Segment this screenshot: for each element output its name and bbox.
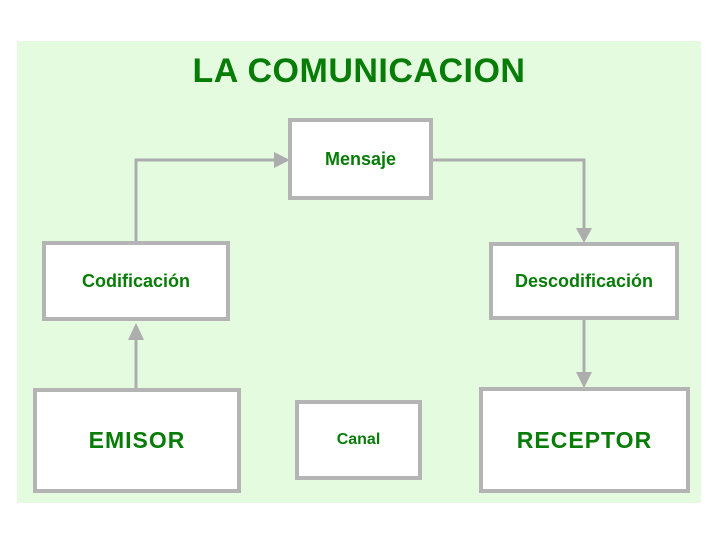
node-mensaje-label: Mensaje (324, 148, 397, 169)
slide-title: LA COMUNICACION (192, 52, 526, 90)
node-receptor-label: RECEPTOR (516, 426, 653, 453)
node-descodificacion: Descodificación (489, 242, 679, 320)
node-emisor-label: EMISOR (88, 427, 186, 453)
node-codificacion: Codificación (42, 241, 230, 321)
node-mensaje: Mensaje (288, 118, 433, 200)
node-codificacion-label: Codificación (81, 270, 190, 291)
node-emisor: EMISOR (33, 388, 241, 493)
node-descodificacion-label: Descodificación (514, 270, 654, 291)
node-receptor: RECEPTOR (479, 387, 690, 493)
node-canal-label: Canal (336, 431, 381, 448)
node-canal: Canal (295, 400, 422, 480)
